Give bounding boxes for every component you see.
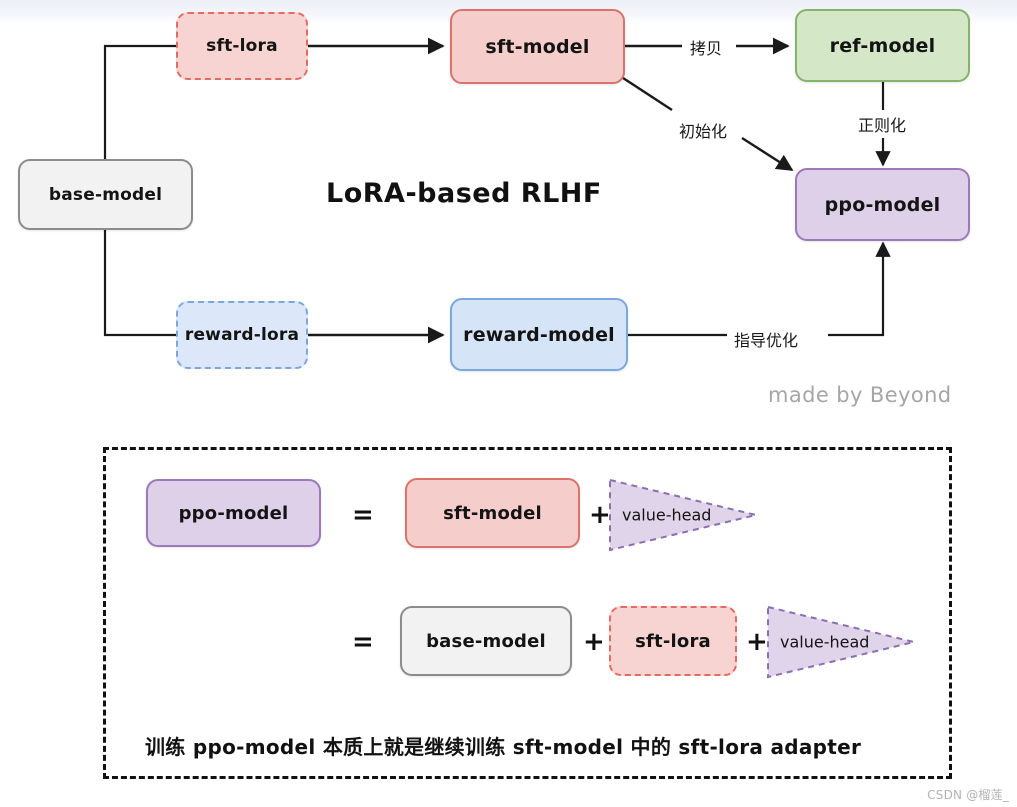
node-reward-lora-label: reward-lora bbox=[184, 325, 300, 345]
node-ppo-model[interactable]: ppo-model bbox=[795, 168, 970, 241]
watermark-csdn: CSDN @榴莲_ bbox=[927, 788, 1009, 802]
node-reward-model-label: reward-model bbox=[463, 323, 615, 346]
eq1-equals-sign: = bbox=[352, 500, 374, 530]
eq2-base-model-label: base-model bbox=[426, 630, 546, 652]
eq1-sft-model-label: sft-model bbox=[443, 502, 542, 524]
eq2-sft-lora-box[interactable]: sft-lora bbox=[609, 606, 737, 676]
eq1-ppo-model-box[interactable]: ppo-model bbox=[146, 479, 321, 547]
eq2-value-head-shape[interactable]: value-head bbox=[766, 604, 916, 679]
eq2-plus-sign-2: + bbox=[746, 627, 768, 657]
edge-label-copy: 拷贝 bbox=[687, 35, 726, 59]
node-ref-model-label: ref-model bbox=[829, 34, 936, 57]
edge-label-init: 初始化 bbox=[676, 118, 731, 142]
node-reward-lora[interactable]: reward-lora bbox=[176, 301, 308, 369]
eq1-plus-sign-1: + bbox=[589, 500, 611, 530]
eq2-base-model-box[interactable]: base-model bbox=[400, 606, 572, 676]
edge-label-regularize: 正则化 bbox=[855, 112, 910, 136]
eq2-equals-sign: = bbox=[352, 627, 374, 657]
panel-caption: 训练 ppo-model 本质上就是继续训练 sft-model 中的 sft-… bbox=[145, 735, 862, 759]
eq1-sft-model-box[interactable]: sft-model bbox=[405, 478, 580, 548]
node-ppo-model-label: ppo-model bbox=[824, 193, 941, 216]
node-reward-model[interactable]: reward-model bbox=[450, 298, 628, 371]
node-sft-model-label: sft-model bbox=[485, 35, 590, 58]
node-sft-lora[interactable]: sft-lora bbox=[176, 12, 308, 80]
watermark-author: made by Beyond bbox=[768, 383, 952, 407]
decomposition-panel bbox=[103, 447, 952, 779]
diagram-title: LoRA-based RLHF bbox=[326, 178, 602, 209]
node-sft-lora-label: sft-lora bbox=[206, 36, 278, 56]
eq2-sft-lora-label: sft-lora bbox=[635, 630, 711, 652]
node-sft-model[interactable]: sft-model bbox=[450, 9, 625, 84]
edge-label-guide: 指导优化 bbox=[731, 327, 802, 351]
eq2-plus-sign-1: + bbox=[583, 627, 605, 657]
eq1-value-head-shape[interactable]: value-head bbox=[608, 477, 758, 552]
node-ref-model[interactable]: ref-model bbox=[795, 9, 970, 82]
node-base-model-label: base-model bbox=[48, 184, 163, 205]
node-base-model[interactable]: base-model bbox=[18, 159, 193, 230]
eq1-ppo-model-label: ppo-model bbox=[178, 502, 289, 524]
